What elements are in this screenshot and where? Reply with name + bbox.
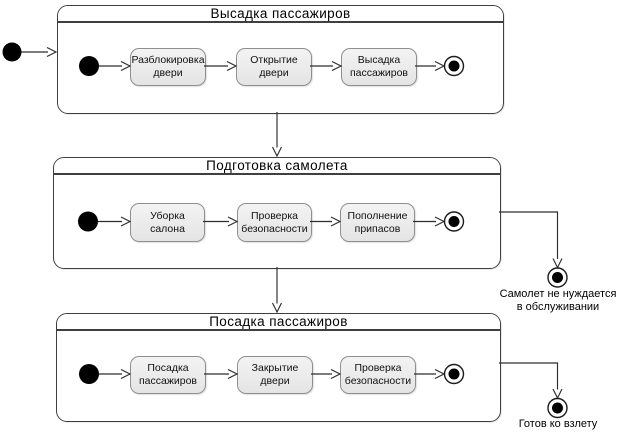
- final-node-icon: [547, 397, 568, 419]
- final-node-icon: [552, 402, 563, 414]
- state-restock-supplies-line2: припасов: [354, 222, 401, 235]
- state-safety-check-preparation-line2: безопасности: [241, 222, 308, 235]
- state-restock-supplies: Пополнение припасов: [340, 203, 415, 242]
- state-clean-cabin: Уборка салона: [130, 203, 205, 242]
- composite-state-aircraft-preparation-title: Подготовка самолета: [54, 158, 500, 175]
- state-unlock-door: Разблокировка двери: [130, 48, 206, 86]
- final-label-ready-for-takeoff-line1: Готов ко взлету: [518, 418, 598, 430]
- state-open-door: Открытие двери: [236, 48, 312, 86]
- state-board-passengers-line1: Посадка: [147, 362, 189, 374]
- state-open-door-line1: Открытие: [250, 54, 298, 66]
- state-disembark-passengers-line2: пассажиров: [349, 67, 408, 79]
- state-clean-cabin-line2: салона: [150, 222, 185, 235]
- arrowhead-icon: [271, 302, 283, 314]
- initial-node-icon: [2, 42, 22, 62]
- state-board-passengers: Посадка пассажиров: [130, 356, 206, 394]
- transition-arrow: [499, 362, 559, 390]
- state-safety-check-boarding-line2: безопасности: [344, 375, 412, 387]
- state-unlock-door-line2: двери: [153, 67, 183, 79]
- transition-arrow: [499, 211, 559, 259]
- state-board-passengers-line2: пассажиров: [138, 375, 197, 387]
- state-close-door: Закрытие двери: [237, 356, 313, 394]
- state-open-door-line2: двери: [259, 67, 289, 79]
- composite-state-passenger-disembark-title: Высадка пассажиров: [58, 6, 503, 23]
- state-unlock-door-line1: Разблокировка: [131, 54, 205, 66]
- arrowhead-icon: [271, 146, 283, 158]
- state-safety-check-preparation-line1: Проверка: [250, 209, 299, 222]
- final-label-ready-for-takeoff: Готов ко взлету: [488, 418, 620, 431]
- state-safety-check-boarding-line1: Проверка: [354, 362, 402, 374]
- state-safety-check-preparation: Проверка безопасности: [237, 203, 312, 242]
- arrowhead-icon: [46, 46, 58, 58]
- final-label-no-maintenance-line1: Самолет не нуждается: [499, 288, 617, 300]
- composite-state-aircraft-preparation: Подготовка самолета: [53, 157, 501, 269]
- state-disembark-passengers: Высадка пассажиров: [341, 48, 417, 86]
- final-node-icon: [552, 272, 563, 283]
- final-label-no-maintenance-line2: в обслуживании: [516, 301, 600, 313]
- state-safety-check-boarding: Проверка безопасности: [340, 356, 416, 394]
- arrowhead-icon: [552, 258, 563, 269]
- composite-state-passenger-boarding-title: Посадка пассажиров: [57, 314, 500, 331]
- state-disembark-passengers-line1: Высадка: [357, 54, 401, 66]
- final-node-icon: [547, 267, 568, 288]
- state-clean-cabin-line1: Уборка: [150, 209, 185, 222]
- state-restock-supplies-line1: Пополнение: [347, 209, 408, 222]
- state-close-door-line1: Закрытие: [251, 362, 299, 374]
- final-label-no-maintenance-needed: Самолет не нуждается в обслуживании: [488, 288, 620, 314]
- arrowhead-icon: [552, 388, 563, 400]
- state-close-door-line2: двери: [260, 375, 290, 387]
